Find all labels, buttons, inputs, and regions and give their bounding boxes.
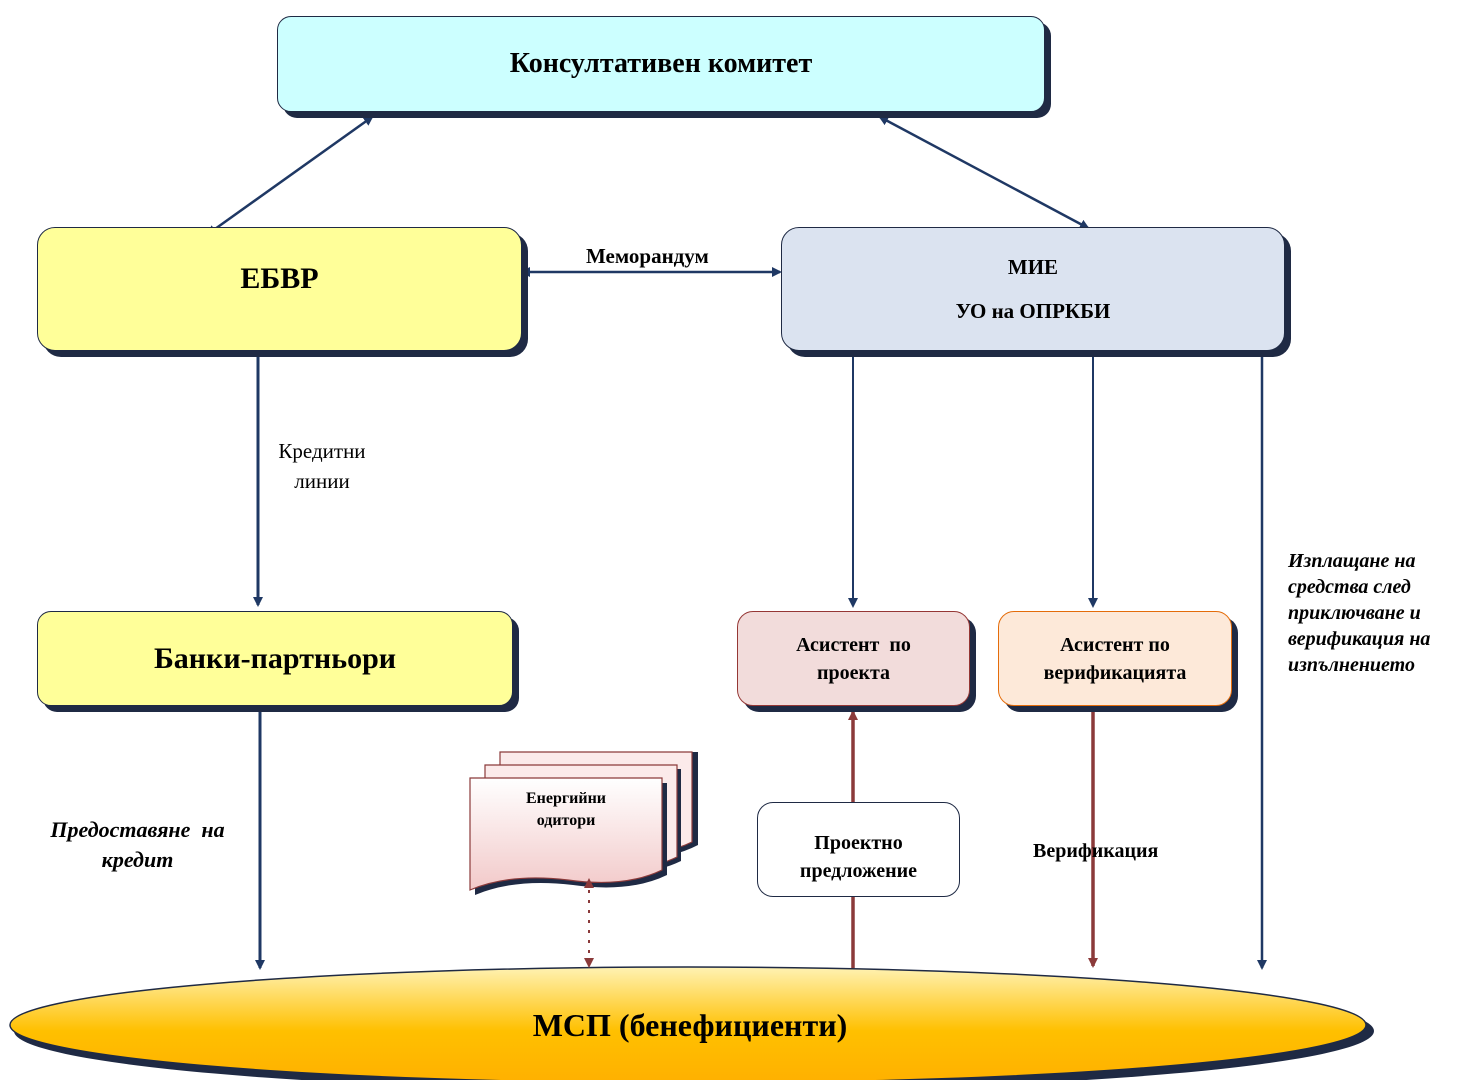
energy-auditors-line2: одитори: [536, 812, 596, 829]
sme-beneficiaries-title: МСП (бенефициенти): [532, 1006, 848, 1043]
energy-auditors-label: Енергийни одитори: [470, 785, 662, 835]
ministry-title: МИЕ: [1007, 255, 1059, 279]
ministry-box: МИЕ УО на ОПРКБИ: [781, 227, 1285, 351]
payment-line1: Изплащане на: [1288, 550, 1416, 572]
partner-banks-title: Банки-партньори: [153, 641, 397, 675]
partner-banks-box: Банки-партньори: [37, 611, 513, 706]
payment-line4: верификация на: [1288, 628, 1431, 650]
project-proposal-box: Проектно предложение: [757, 802, 960, 897]
memorandum-label: Меморандум: [586, 244, 709, 268]
project-assistant-line1: Асистент по: [796, 633, 911, 656]
advisory-committee-title: Консултативен комитет: [509, 48, 813, 79]
payment-line5: изпълнението: [1288, 654, 1415, 676]
payment-label: Изплащане на средства след приключване и…: [1288, 548, 1457, 678]
auditors-document-stack: [469, 751, 698, 895]
ebrd-title: ЕБВР: [240, 262, 319, 295]
managing-authority-title: УО на ОПРКБИ: [955, 299, 1111, 323]
verification-assistant-line1: Асистент по: [1060, 633, 1170, 656]
project-assistant-line2: проекта: [816, 661, 891, 684]
payment-line3: приключване и: [1288, 602, 1421, 624]
ebrd-box: ЕБВР: [37, 227, 522, 351]
credit-lines-line2: линии: [294, 469, 350, 493]
project-proposal-line1: Проектно: [814, 832, 903, 854]
credit-provision-line1: Предоставяне на: [50, 817, 225, 842]
verification-assistant-line2: верификацията: [1043, 661, 1187, 684]
credit-provision-label: Предоставяне на кредит: [25, 815, 250, 875]
project-assistant-box: Асистент по проекта: [737, 611, 970, 706]
payment-line2: средства след: [1288, 576, 1411, 598]
energy-auditors-line1: Енергийни: [525, 790, 607, 807]
credit-lines-label: Кредитни линии: [262, 436, 382, 496]
credit-provision-line2: кредит: [101, 847, 174, 872]
advisory-committee-box: Консултативен комитет: [277, 16, 1045, 112]
project-proposal-line2: предложение: [799, 860, 918, 882]
sme-ellipse-shape: [9, 966, 1374, 1080]
sme-beneficiaries-label: МСП (бенефициенти): [300, 995, 1080, 1055]
verification-label: Верификация: [1033, 840, 1159, 862]
verification-assistant-box: Асистент по верификацията: [998, 611, 1232, 706]
credit-lines-line1: Кредитни: [278, 439, 366, 463]
